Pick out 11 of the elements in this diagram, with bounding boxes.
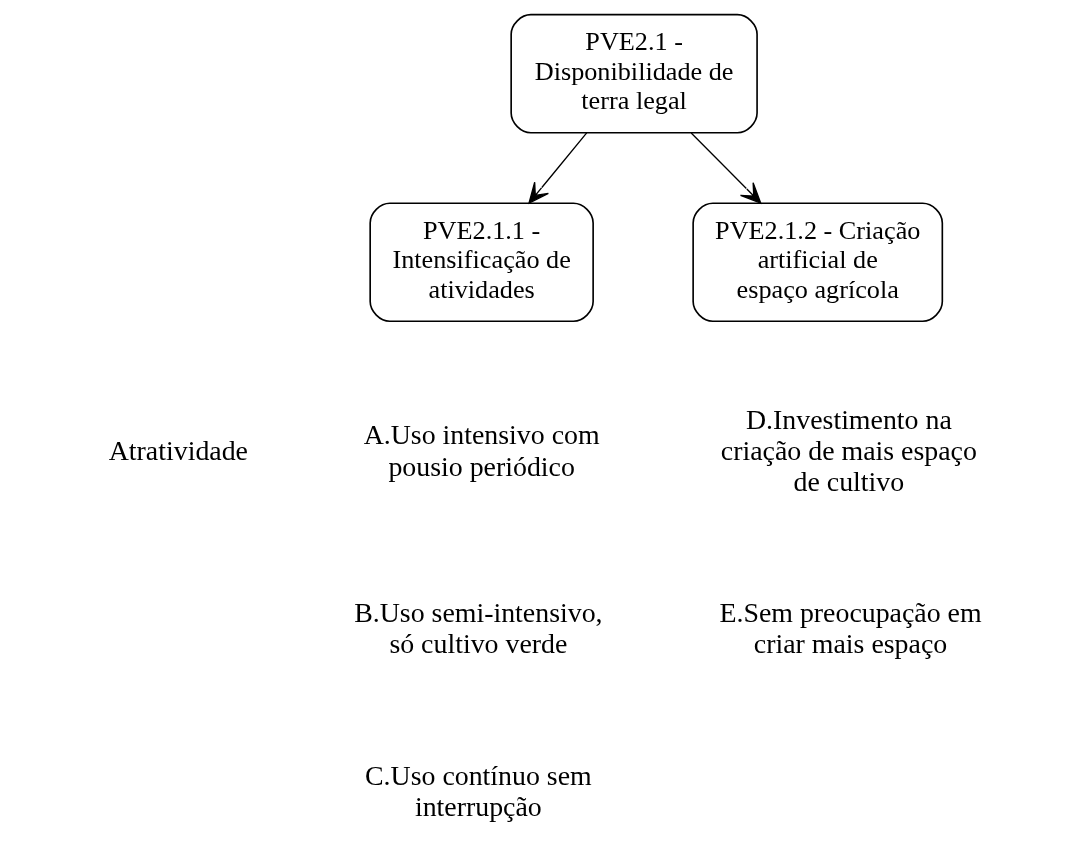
node-box: PVE2.1 - Disponibilidade de terra legal xyxy=(509,13,758,134)
node-box: PVE2.1.2 - Criação artificial de espaço agrícola xyxy=(691,202,943,323)
label: B.Uso semi-intensivo, só cultivo verde xyxy=(353,597,603,660)
label: E.Sem preocupação em criar mais espaço xyxy=(718,597,982,660)
label: A.Uso intensivo com pousio periódico xyxy=(363,419,600,482)
arrow xyxy=(527,132,587,204)
node-box: PVE2.1.1 - Intensificação de atividades xyxy=(368,202,594,323)
label: D.Investimento na criação de mais espaço de cultivo xyxy=(720,403,977,498)
arrow xyxy=(690,132,761,204)
label: C.Uso contínuo sem interrupção xyxy=(364,759,592,822)
label: Atratividade xyxy=(108,434,248,466)
